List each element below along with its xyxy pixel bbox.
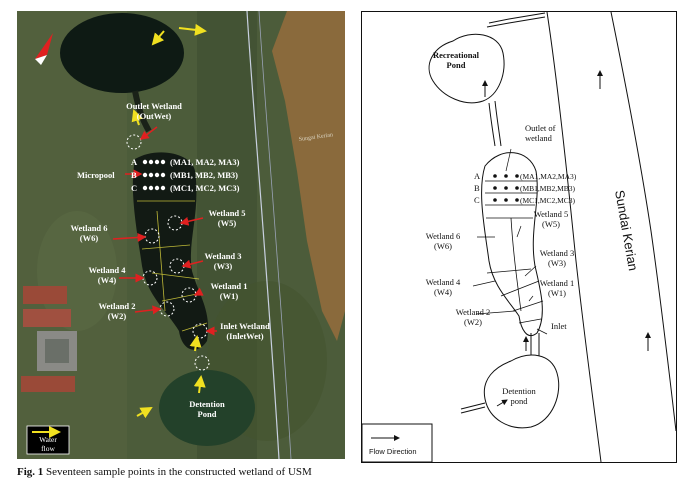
wetland-2-label: Wetland 2	[456, 307, 491, 317]
row-a-letter: A	[131, 157, 138, 167]
recreational-pond	[60, 13, 184, 93]
schematic-map: Recreational Pond Outlet of wetland A B …	[361, 11, 677, 463]
detention-pond-label-2: pond	[511, 396, 529, 406]
pointer-arrows	[112, 126, 217, 336]
wetland-2-code: (W2)	[464, 317, 482, 327]
wetland-5-code: (W5)	[218, 218, 237, 228]
wetland-3-label: Wetland 3	[204, 251, 241, 261]
row-b-points: (MB1, MB2, MB3)	[170, 170, 238, 180]
detention-pond-label-2: Pond	[198, 409, 217, 419]
flow-direction-legend: Flow Direction	[361, 423, 433, 463]
row-b-letter: B	[474, 183, 480, 193]
wetland-4-label: Wetland 4	[426, 277, 461, 287]
recreational-pond-label: Recreational	[433, 50, 480, 60]
water-flow-legend: Water flow	[26, 425, 70, 455]
wetland-3-code: (W3)	[214, 261, 233, 271]
wetland-6-label: Wetland 6	[70, 223, 107, 233]
svg-text:flow: flow	[41, 444, 55, 453]
detention-pond-label: Detention	[189, 399, 225, 409]
svg-text:Water: Water	[39, 435, 57, 444]
detention-pond	[483, 354, 560, 429]
inlet-wetland-label: Inlet Wetland	[220, 321, 270, 331]
wetland-6-label: Wetland 6	[426, 231, 461, 241]
wetland-1-label: Wetland 1	[210, 281, 247, 291]
micropool-label: Micropool	[77, 170, 115, 180]
satellite-map-svg: Outlet Wetland (OutWet) A B C (MA1, MA2,…	[17, 10, 345, 460]
figure-caption-text: Seventeen sample points in the construct…	[46, 466, 312, 478]
cell-divisions	[485, 180, 544, 324]
wetland-5-label: Wetland 5	[534, 209, 569, 219]
wetland-6-code: (W6)	[434, 241, 452, 251]
north-arrow-icon	[35, 33, 53, 65]
outlet-wetland-code: (OutWet)	[137, 111, 172, 121]
wetland-3-code: (W3)	[548, 258, 566, 268]
road-line	[246, 10, 280, 460]
schematic-map-svg: Recreational Pond Outlet of wetland A B …	[361, 11, 677, 463]
row-c-points: (MC1,MC2,MC3)	[520, 196, 576, 205]
detention-pond-label: Detention	[502, 386, 536, 396]
row-b-letter: B	[131, 170, 137, 180]
river-bank-east	[610, 11, 677, 432]
row-b-points: (MB1,MB2,MB3)	[520, 184, 576, 193]
wetland-5-code: (W5)	[542, 219, 560, 229]
wetland-1-code: (W1)	[548, 288, 566, 298]
wetland-5-label: Wetland 5	[208, 208, 245, 218]
river	[272, 11, 345, 341]
wetland-6-code: (W6)	[80, 233, 99, 243]
figure-caption: Fig. 1 Seventeen sample points in the co…	[17, 466, 312, 478]
wetland-4-code: (W4)	[434, 287, 452, 297]
sample-dots	[493, 174, 519, 202]
outlet-of-wetland-label: Outlet of	[525, 123, 556, 133]
satellite-map: Outlet Wetland (OutWet) A B C (MA1, MA2,…	[17, 10, 345, 460]
row-a-points: (MA1, MA2, MA3)	[170, 157, 240, 167]
wetland-4-code: (W4)	[98, 275, 117, 285]
sample-dots	[142, 159, 166, 191]
inlet-wetland-code: (InletWet)	[226, 331, 263, 341]
svg-text:Flow Direction: Flow Direction	[369, 447, 417, 456]
outlet-of-wetland-label-2: wetland	[525, 133, 553, 143]
row-a-letter: A	[474, 171, 481, 181]
buildings	[21, 286, 77, 392]
recreational-pond-label-2: Pond	[447, 60, 466, 70]
wetland-3-label: Wetland 3	[540, 248, 575, 258]
river-bank-west	[546, 11, 602, 463]
row-c-points: (MC1, MC2, MC3)	[170, 183, 240, 193]
detention-pond	[159, 370, 255, 446]
wetland-body	[481, 152, 543, 337]
wetland-1-label: Wetland 1	[540, 278, 575, 288]
wetland-4-label: Wetland 4	[88, 265, 126, 275]
wetland-1-code: (W1)	[220, 291, 239, 301]
figure-number: Fig. 1	[17, 466, 44, 478]
flow-arrows	[131, 23, 207, 419]
wetland-body	[132, 152, 209, 350]
wetland-2-label: Wetland 2	[98, 301, 135, 311]
inlet-label: Inlet	[551, 321, 567, 331]
wetland-2-code: (W2)	[108, 311, 127, 321]
outlet-wetland-label: Outlet Wetland	[126, 101, 182, 111]
row-a-points: (MA1,MA2,MA3)	[520, 172, 577, 181]
row-c-letter: C	[131, 183, 137, 193]
leader-lines	[472, 148, 548, 335]
river-label: Sungai Kerian	[298, 132, 333, 143]
row-c-letter: C	[474, 195, 480, 205]
